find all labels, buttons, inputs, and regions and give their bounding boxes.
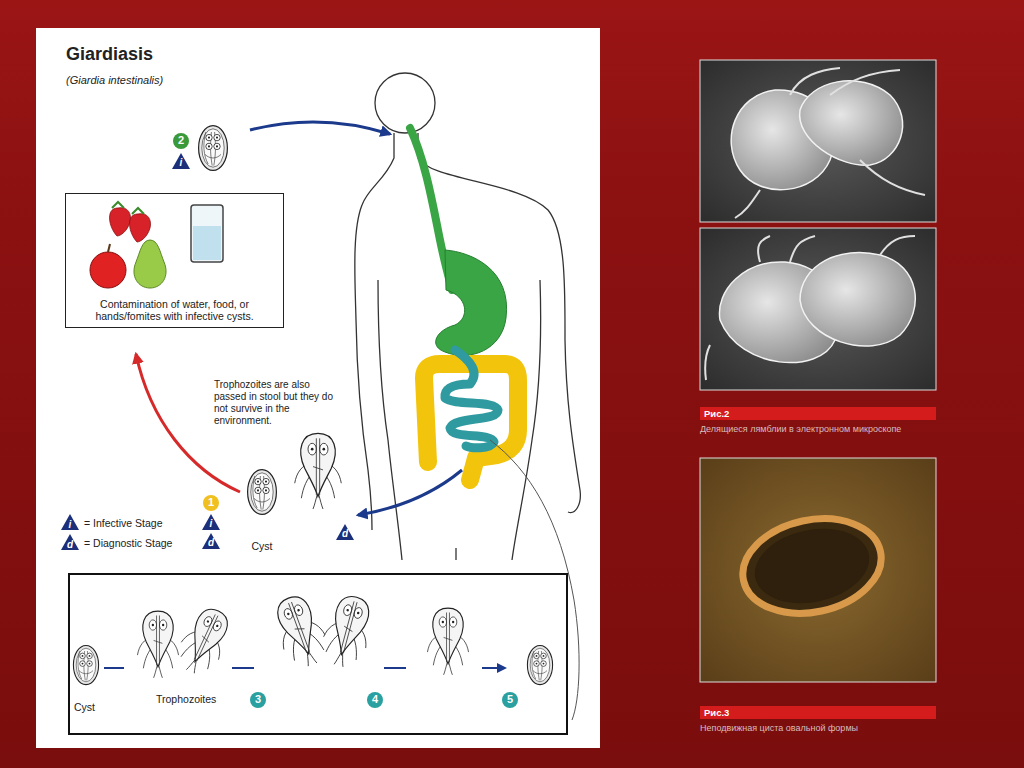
legend-item: = Infective Stage: [84, 517, 163, 529]
food-water-icons: [191, 205, 223, 262]
food-water-icons: [134, 240, 166, 288]
sem-photo: [700, 60, 936, 390]
stage-markers: [336, 524, 354, 540]
sem-photo: [700, 228, 936, 390]
stage-mark: i: [180, 157, 183, 169]
stage-markers: [367, 692, 383, 708]
parasite-figures: [199, 126, 228, 171]
node-text: Cyst: [74, 701, 95, 714]
human-silhouette: [375, 73, 435, 133]
cycle-arrows: [250, 122, 390, 134]
food-water-icons: [130, 214, 151, 242]
stage-markers: [502, 692, 518, 708]
food-water-icons: [108, 244, 110, 252]
callout-number: 4: [372, 693, 378, 706]
human-silhouette: [355, 133, 394, 530]
food-water-icons: [193, 226, 221, 260]
stage-markers: [61, 514, 79, 530]
part-label: (Giardia intestinalis): [66, 74, 163, 87]
sem-photo: [735, 68, 925, 218]
figure-band: Рис.2Делящиеся лямблии в электронном мик…: [700, 407, 936, 420]
parasite-figures: [104, 667, 505, 669]
stage-markers: [203, 495, 219, 511]
node-caption: Неподвижная циста овальной формы: [700, 723, 936, 734]
node-text: Contamination of water, food, or hands/f…: [70, 298, 279, 323]
cyst-photo: [700, 458, 936, 682]
callout-number: 2: [178, 134, 184, 147]
parasite-figures: [268, 591, 333, 673]
stage-mark: d: [67, 539, 73, 551]
food-water-icons: [90, 202, 223, 288]
digestive-tract: [490, 440, 579, 720]
stage-mark: i: [210, 518, 213, 530]
parasite-figures: [172, 602, 237, 680]
stage-markers: [250, 692, 266, 708]
stage-markers: [172, 153, 190, 169]
node-text: Рис.3: [704, 706, 729, 719]
callout-number: 3: [255, 693, 261, 706]
stage-mark: d: [342, 528, 348, 540]
parasite-figures: [317, 592, 377, 672]
human-silhouette: [418, 133, 580, 513]
parasite-figures: [73, 126, 552, 685]
stage-markers: [61, 534, 79, 550]
sem-photo: [700, 60, 936, 222]
parasite-figures: [295, 433, 342, 509]
parasite-figures: [137, 611, 178, 678]
sem-photo: [800, 81, 903, 165]
human-silhouette: [355, 73, 581, 560]
node-caption: Делящиеся лямблии в электронном микроско…: [700, 424, 936, 435]
legend-item: = Diagnostic Stage: [84, 537, 172, 549]
cyst-photo: [734, 506, 890, 625]
digestive-tract: [436, 250, 507, 355]
stage-mark: d: [208, 537, 214, 549]
parasite-figures: [73, 645, 98, 684]
cyst-photo: [748, 519, 876, 614]
cyst-photo: [700, 458, 936, 682]
human-silhouette: [455, 548, 456, 560]
digestive-tract: [445, 350, 498, 448]
diagram-title: Giardiasis: [66, 44, 153, 65]
sem-photo: [705, 236, 915, 380]
part-label: Cyst: [252, 540, 273, 553]
node-caption: Trophozoites: [156, 693, 216, 706]
figure-band: Рис.3Неподвижная циста овальной формы: [700, 706, 936, 719]
digestive-tract: [410, 128, 579, 720]
parasite-figures: [248, 470, 277, 515]
food-water-icons: [90, 252, 126, 288]
legend-text: = Diagnostic Stage: [84, 537, 172, 549]
parasite-figures: [427, 608, 468, 675]
sem-photo: [800, 252, 915, 346]
stage-markers: [202, 533, 220, 549]
node-text: Рис.2: [704, 407, 729, 420]
stage-markers: [61, 133, 518, 708]
human-silhouette: [378, 280, 402, 560]
stage-markers: [202, 514, 220, 530]
callout-number: 1: [208, 496, 214, 509]
cycle-box: Cyst Trophozoites: [68, 573, 568, 735]
callout-number: 5: [507, 693, 513, 706]
contamination-box: Contamination of water, food, or hands/f…: [65, 193, 284, 328]
food-water-icons: [110, 208, 131, 236]
note-text: Trophozoites are also passed in stool bu…: [214, 379, 334, 427]
parasite-figures: [527, 645, 552, 684]
cycle-arrows: [358, 470, 462, 515]
legend-text: = Infective Stage: [84, 517, 163, 529]
stage-markers: [173, 133, 189, 149]
food-water-icons: [112, 202, 144, 214]
stage-mark: i: [69, 519, 72, 531]
